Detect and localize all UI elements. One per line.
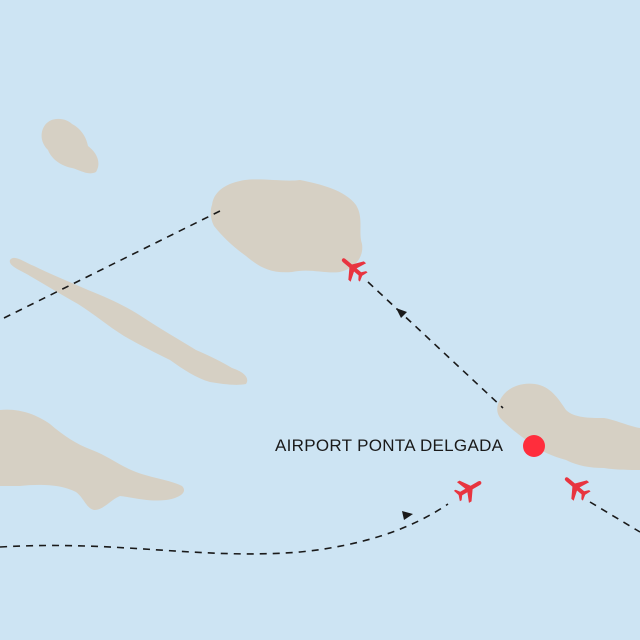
route-arrow-icon — [396, 308, 407, 318]
dashed-route — [589, 501, 640, 533]
dashed-route — [0, 503, 449, 555]
dashed-route — [3, 209, 223, 319]
island-long — [9, 257, 248, 385]
island-southwest — [0, 409, 185, 510]
airport-label: AIRPORT PONTA DELGADA — [275, 436, 504, 455]
location-dot-icon[interactable] — [523, 435, 545, 457]
island-sao-miguel — [497, 383, 640, 470]
island-central — [210, 179, 363, 273]
route-arrow-icon — [402, 511, 413, 520]
dashed-route — [367, 281, 504, 409]
island-small-northwest — [41, 118, 99, 174]
